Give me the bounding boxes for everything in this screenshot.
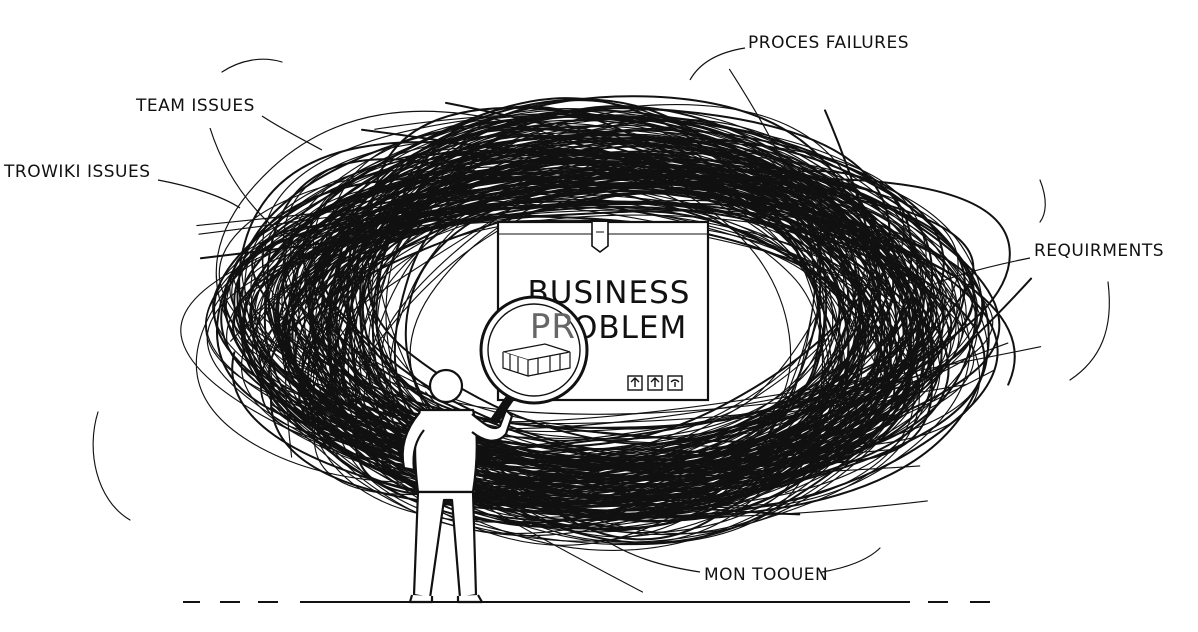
label-requirements: REQUIRMENTS	[1034, 241, 1164, 261]
label-pointers	[157, 47, 1031, 573]
tangle-strand-end	[221, 58, 283, 73]
tangle-strand	[231, 105, 919, 517]
magnified-box-icon	[502, 343, 571, 377]
handling-symbols-icon	[627, 375, 683, 391]
tape-icon	[591, 222, 609, 253]
tangle-strand-end	[92, 411, 131, 521]
tangle-strand	[273, 108, 958, 527]
tangle-strand	[252, 150, 978, 530]
person-body	[414, 408, 478, 494]
label-trowiki-issues: TROWIKI ISSUES	[3, 162, 151, 182]
label-mon-toouen: MON TOOUEN	[704, 565, 828, 585]
tangle-strand	[266, 127, 933, 529]
tangle-strand	[196, 162, 967, 535]
labels: PROCES FAILURES TEAM ISSUES TROWIKI ISSU…	[3, 33, 1164, 585]
tangle-strand-end	[821, 547, 881, 573]
person-legs	[412, 490, 478, 600]
person-head	[428, 368, 464, 404]
lens-text: PR	[530, 307, 576, 347]
tangle-strand	[233, 114, 990, 519]
tangle-strand-end	[1039, 179, 1046, 223]
person-right-arm	[471, 408, 514, 442]
magnifying-glass-icon: PR	[479, 295, 589, 425]
tangle-strand	[267, 113, 935, 527]
person-figure	[401, 368, 514, 604]
tangle-strand-end	[1069, 281, 1110, 381]
person-left-arm	[401, 411, 425, 472]
label-process-failures: PROCES FAILURES	[748, 33, 909, 53]
label-team-issues: TEAM ISSUES	[135, 96, 255, 116]
person-feet	[408, 594, 484, 604]
